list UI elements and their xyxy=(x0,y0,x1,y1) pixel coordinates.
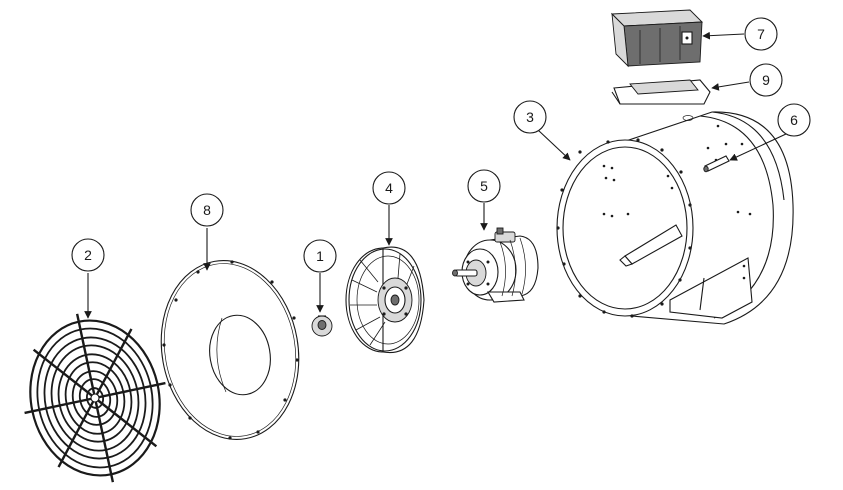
wire-guard xyxy=(24,313,166,483)
callout-7-label: 7 xyxy=(757,26,765,42)
callout-3-label: 3 xyxy=(526,109,534,125)
junction-box-adapter xyxy=(611,79,711,105)
callout-3: 3 xyxy=(513,100,571,161)
callout-6: 6 xyxy=(729,103,811,161)
fan-wheel xyxy=(345,246,425,354)
callout-1-label: 1 xyxy=(316,248,324,264)
callout-9: 9 xyxy=(711,63,783,97)
callout-8: 8 xyxy=(190,193,224,271)
callout-8-label: 8 xyxy=(203,202,211,218)
callout-4-label: 4 xyxy=(385,180,393,196)
callout-7: 7 xyxy=(702,17,778,51)
callout-2: 2 xyxy=(71,238,105,319)
motor xyxy=(452,227,539,303)
mounting-rod xyxy=(703,155,730,173)
callout-6-label: 6 xyxy=(790,112,798,128)
inlet-panel xyxy=(160,260,300,440)
junction-box xyxy=(610,9,704,68)
callout-4: 4 xyxy=(372,171,406,246)
fan-housing xyxy=(556,111,794,325)
callout-2-label: 2 xyxy=(84,247,92,263)
hub-bushing xyxy=(311,315,333,337)
callout-1: 1 xyxy=(303,239,337,313)
callout-5-label: 5 xyxy=(480,178,488,194)
callout-9-label: 9 xyxy=(762,72,770,88)
callout-5: 5 xyxy=(467,169,501,231)
